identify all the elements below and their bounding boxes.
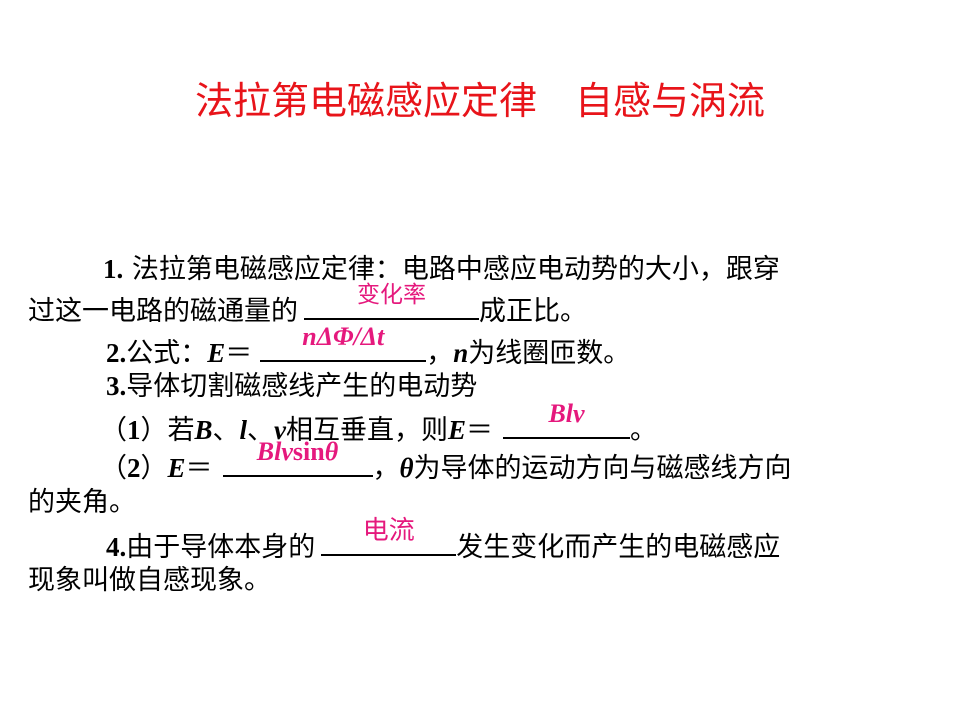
item-3-sub-2-line-2: 的夹角。: [28, 484, 136, 522]
item-1-text-b: 过这一电路的磁通量的: [28, 296, 298, 327]
sub-2-var-theta: θ: [399, 453, 414, 483]
sub-2-text-a: 为导体的运动方向与磁感线方向: [413, 453, 792, 484]
item-1-blank: 变化率: [304, 282, 479, 320]
sub-1-var-v: v: [274, 415, 287, 445]
item-2-text: 为线圈匝数。: [468, 338, 631, 369]
item-1-text-c: 成正比。: [479, 296, 587, 327]
item-3-sub-2-line-1: （2）E＝Blvsinθ，θ为导体的运动方向与磁感线方向: [100, 437, 792, 484]
item-4-text-a: 由于导体本身的: [126, 532, 316, 563]
item-2-answer-body: ΔΦ/Δt: [316, 322, 385, 351]
item-4-line-1: 4.由于导体本身的 电流发生变化而产生的电磁感应: [106, 516, 781, 563]
sub-2-var-e: E: [167, 453, 186, 483]
sub-2-paren-open: （: [100, 453, 127, 484]
item-4-line-2: 现象叫做自感现象。: [28, 562, 271, 600]
item-1-line-2: 过这一电路的磁通量的 变化率成正比。: [28, 282, 587, 327]
sub-1-paren-close: ）: [140, 415, 168, 446]
item-4-text-b: 发生变化而产生的电磁感应: [456, 532, 781, 563]
item-2-eq: ＝: [225, 338, 253, 369]
sub-1-var-e: E: [448, 415, 467, 445]
item-3-text: 导体切割磁感线产生的电动势: [126, 371, 478, 402]
sub-1-end: 。: [630, 415, 658, 446]
item-4-number: 4.: [106, 532, 127, 562]
sub-1-text-a: 若: [167, 415, 195, 446]
item-2-label: 公式：: [126, 338, 208, 369]
sub-2-answer: Blvsinθ: [223, 433, 373, 471]
item-2-answer: nΔΦ/Δt: [260, 318, 426, 356]
sub-1-var-b: B: [194, 415, 213, 445]
sub-2-paren-close: ）: [140, 453, 168, 484]
item-3-sub-1-line: （1）若B、l、v相互垂直，则E＝Blv。: [100, 399, 658, 446]
item-2-var-e: E: [207, 338, 226, 368]
sub-1-number: 1: [127, 415, 141, 445]
slide-title: 法拉第电磁感应定律 自感与涡流: [194, 79, 765, 123]
item-4-blank: 电流: [321, 516, 457, 556]
sub-2-answer-sin: sin: [292, 437, 325, 466]
item-2-line: 2.公式：E＝nΔΦ/Δt，n为线圈匝数。: [106, 322, 631, 369]
item-2-answer-prefix: n: [302, 322, 317, 351]
item-4-text-c: 现象叫做自感现象。: [28, 565, 271, 596]
sub-2-number: 2: [127, 453, 141, 483]
item-1-line-1: 1. 法拉第电磁感应定律：电路中感应电动势的大小，跟穿: [103, 250, 780, 288]
sub-2-answer-a: Blv: [256, 437, 293, 466]
item-1-text-a: 法拉第电磁感应定律：电路中感应电动势的大小，跟穿: [123, 254, 780, 285]
sub-2-answer-theta: θ: [324, 437, 339, 466]
sub-2-comma: ，: [372, 453, 400, 484]
item-2-blank: nΔΦ/Δt: [260, 322, 427, 362]
sub-2-text-b: 的夹角。: [28, 487, 136, 518]
sub-1-eq: ＝: [466, 415, 494, 446]
sub-1-paren-open: （: [100, 415, 127, 446]
sub-1-sep-1: 、: [212, 415, 240, 446]
item-2-var-n: n: [453, 338, 469, 368]
sub-1-blank: Blv: [503, 399, 631, 439]
sub-1-var-l: l: [239, 415, 248, 445]
item-4-answer: 电流: [362, 516, 415, 546]
item-3-number: 3.: [106, 371, 127, 401]
sub-1-text-b: 相互垂直，则: [286, 415, 449, 446]
sub-1-answer: Blv: [548, 399, 585, 428]
item-2-number: 2.: [106, 338, 127, 368]
item-3-line: 3.导体切割磁感线产生的电动势: [106, 367, 477, 405]
item-1-number: 1.: [103, 254, 124, 284]
sub-2-blank: Blvsinθ: [222, 437, 373, 477]
sub-2-eq: ＝: [185, 453, 213, 484]
item-1-answer: 变化率: [357, 282, 426, 308]
item-2-comma: ，: [426, 338, 454, 369]
sub-1-sep-2: 、: [247, 415, 275, 446]
